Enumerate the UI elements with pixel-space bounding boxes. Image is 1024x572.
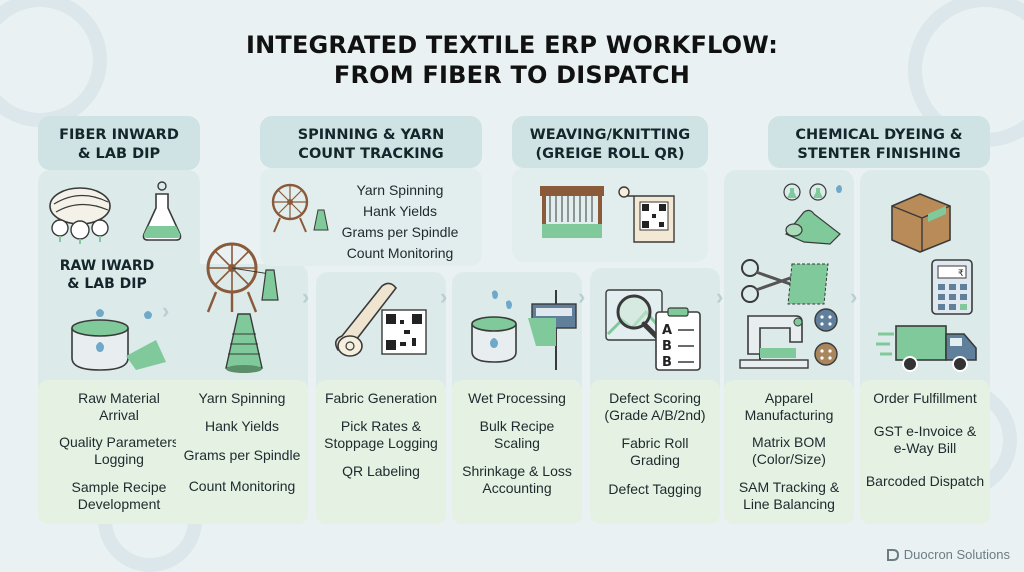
scissors-icon xyxy=(741,259,829,305)
list-item: QR Labeling xyxy=(342,463,420,479)
loom-icon xyxy=(540,186,604,238)
yarn-cone-icon xyxy=(225,313,263,373)
header-weaving: WEAVING/KNITTING (GREIGE ROLL QR) xyxy=(512,116,708,168)
spinning-top-list: Yarn Spinning Hank Yields Grams per Spin… xyxy=(330,180,470,264)
stenter-machine-icon xyxy=(528,290,577,370)
chevron-right-icon: › xyxy=(440,284,448,309)
list-item: GST e-Invoice &e-Way Bill xyxy=(873,423,977,456)
raw-label-line: & LAB DIP xyxy=(67,276,147,292)
chevron-right-icon: › xyxy=(578,284,586,309)
spinning-top-item: Grams per Spindle xyxy=(341,224,459,240)
list-defect: Defect Scoring(Grade A/B/2nd) Fabric Rol… xyxy=(590,380,720,524)
fabric-roll-icon xyxy=(334,282,427,357)
header-spinning: SPINNING & YARN COUNT TRACKING xyxy=(260,116,482,168)
title-line-2: FROM FIBER TO DISPATCH xyxy=(333,61,691,89)
header-line: FIBER INWARD xyxy=(59,127,179,143)
spinning-top-item: Hank Yields xyxy=(363,203,437,219)
brand-name: Duocron Solutions xyxy=(903,547,1010,562)
list-item: Grams per Spindle xyxy=(183,447,301,463)
brand-footer: Duocron Solutions xyxy=(886,547,1010,562)
header-line: CHEMICAL DYEING & xyxy=(795,127,963,143)
dye-chemicals-icon xyxy=(783,183,842,245)
header-line: & LAB DIP xyxy=(77,146,161,162)
list-item: Order Fulfillment xyxy=(873,390,977,406)
raw-inward-label: RAW IWARD & LAB DIP xyxy=(38,257,176,293)
header-line: (GREIGE ROLL QR) xyxy=(535,146,685,162)
list-item: Yarn Spinning xyxy=(198,390,286,406)
spinning-wheel-small-icon xyxy=(271,183,329,233)
title-line-1: INTEGRATED TEXTILE ERP WORKFLOW: xyxy=(245,31,779,59)
raw-label-line: RAW IWARD xyxy=(59,258,155,274)
list-item: Defect Scoring(Grade A/B/2nd) xyxy=(604,390,706,423)
duocron-logo-icon xyxy=(886,548,899,561)
cotton-bale-icon xyxy=(49,187,111,244)
delivery-truck-icon xyxy=(876,325,977,372)
dye-pot-icon xyxy=(71,309,166,371)
list-dispatch: Order Fulfillment GST e-Invoice &e-Way B… xyxy=(860,380,990,524)
header-line: COUNT TRACKING xyxy=(298,146,444,162)
list-item: SAM Tracking &Line Balancing xyxy=(738,479,840,512)
svg-text:₹: ₹ xyxy=(958,269,964,279)
header-dyeing: CHEMICAL DYEING & STENTER FINISHING xyxy=(768,116,990,168)
grade-a-label: A xyxy=(662,323,672,338)
list-item: Count Monitoring xyxy=(188,478,296,494)
package-box-icon xyxy=(891,193,951,253)
grade-b-label: B xyxy=(662,355,672,370)
spinning-top-item: Yarn Spinning xyxy=(356,182,444,198)
list-item: Pick Rates &Stoppage Logging xyxy=(324,418,438,451)
list-item: Barcoded Dispatch xyxy=(865,473,985,489)
list-item: Fabric Generation xyxy=(324,390,438,406)
list-weaving: Fabric Generation Pick Rates &Stoppage L… xyxy=(316,380,446,524)
list-item: Matrix BOM(Color/Size) xyxy=(752,434,826,467)
sewing-machine-icon xyxy=(739,315,809,369)
spinning-top-item: Count Monitoring xyxy=(346,245,454,261)
header-fiber-inward: FIBER INWARD & LAB DIP xyxy=(38,116,200,170)
spinning-wheel-icon xyxy=(206,242,279,313)
list-item: Defect Tagging xyxy=(608,481,702,497)
list-item: Wet Processing xyxy=(468,390,566,406)
lab-flask-icon xyxy=(142,181,182,241)
page-title: INTEGRATED TEXTILE ERP WORKFLOW: FROM FI… xyxy=(0,30,1024,90)
calculator-icon: ₹ xyxy=(931,259,973,315)
header-line: SPINNING & YARN xyxy=(297,127,445,143)
dye-bucket-icon xyxy=(471,290,517,363)
chevron-right-icon: › xyxy=(302,284,310,309)
list-item: Hank Yields xyxy=(205,418,279,434)
chevron-right-icon: › xyxy=(162,298,170,323)
chevron-right-icon: › xyxy=(850,284,858,309)
list-spinning: Yarn Spinning Hank Yields Grams per Spin… xyxy=(176,380,308,524)
inspection-screen-icon xyxy=(605,289,663,343)
greige-roll-qr-icon xyxy=(618,186,675,243)
grade-b-label: B xyxy=(662,339,672,354)
header-line: WEAVING/KNITTING xyxy=(529,127,691,143)
buttons-icon xyxy=(814,308,838,366)
chevron-right-icon: › xyxy=(716,284,724,309)
header-line: STENTER FINISHING xyxy=(797,146,961,162)
grading-clipboard-icon: A B B xyxy=(655,307,701,371)
